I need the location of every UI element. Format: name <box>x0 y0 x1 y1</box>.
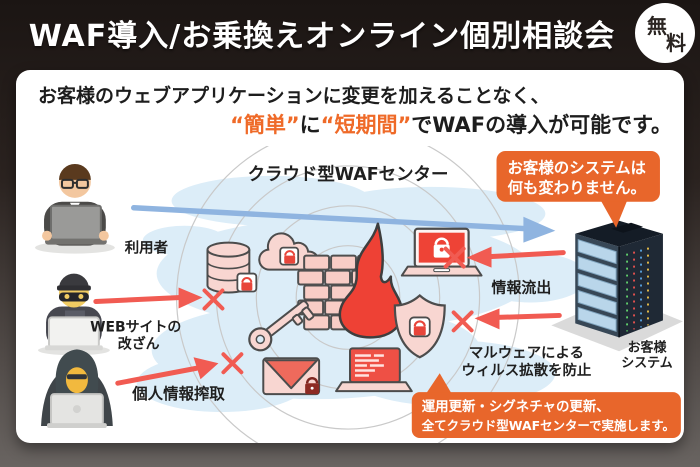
attack-arrow-malware <box>474 308 562 330</box>
free-badge-char1: 無 <box>647 14 667 38</box>
headline-line1: お客様のウェブアプリケーションに変更を加えることなく、 <box>38 85 550 107</box>
free-badge: 無 料 <box>635 3 695 63</box>
user-avatar <box>35 163 115 254</box>
system-speech-bubble: お客様のシステムは 何も変わりません。 <box>496 150 660 228</box>
attack-arrow-web-tamper <box>93 287 203 309</box>
mail-lock-icon <box>262 357 321 396</box>
web-tamper-label-line1: WEBサイトの <box>90 319 181 335</box>
server-label-line1: お客様 <box>628 339 668 355</box>
shield-lock-icon <box>393 294 446 359</box>
update-banner: 運用更新・シグネチャの更新、 全てクラウド型WAFセンターで実施します。 <box>411 373 681 439</box>
update-banner-line2: 全てクラウド型WAFセンターで実施します。 <box>421 418 675 433</box>
waf-diagram: クラウド型WAFセンター <box>35 146 683 443</box>
waf-center-title: クラウド型WAFセンター <box>248 164 449 185</box>
free-badge-char2: 料 <box>666 31 686 55</box>
laptop-code-icon <box>335 347 413 393</box>
key-icon <box>248 300 315 352</box>
info-leak-label: 情報流出 <box>492 279 552 297</box>
database-lock-icon <box>206 241 258 294</box>
hooded-hacker-icon <box>41 349 113 429</box>
system-bubble-line1: お客様のシステムは <box>507 158 646 177</box>
laptop-lock-icon <box>400 227 483 277</box>
headline-emphasis2: “短期間” <box>320 113 412 137</box>
headline-rest: でWAFの導入が可能です。 <box>411 113 672 137</box>
headline-emphasis1: “簡単” <box>230 113 300 137</box>
malware-label-line1: マルウェアによる <box>469 344 584 361</box>
attack-arrow-personal-info <box>115 357 219 386</box>
firewall-flame-icon <box>297 222 404 339</box>
user-label: 利用者 <box>125 239 168 257</box>
system-bubble-line2: 何も変わりません。 <box>507 178 645 197</box>
content-card: お客様のウェブアプリケーションに変更を加えることなく、 “簡単”に“短期間”でW… <box>16 70 684 443</box>
page-header: WAF導入/お乗換えオンライン個別相談会 <box>0 0 700 66</box>
attack-arrow-info-leak <box>466 246 566 268</box>
headline-connector: に <box>299 113 321 137</box>
malware-label-line2: ウィルス拡散を防止 <box>461 361 591 379</box>
headline-line2: “簡単”に“短期間”でWAFの導入が可能です。 <box>16 109 684 139</box>
block-x-icons <box>202 246 474 375</box>
update-banner-line1: 運用更新・シグネチャの更新、 <box>422 398 610 415</box>
headline: お客様のウェブアプリケーションに変更を加えることなく、 “簡単”に“短期間”でW… <box>16 70 684 139</box>
flow-arrow-blue-icon <box>130 205 556 243</box>
burglar-icon <box>38 273 110 356</box>
server-label-line2: システム <box>621 356 672 371</box>
personal-info-label: 個人情報搾取 <box>131 384 225 403</box>
web-tamper-label-line2: 改ざん <box>118 335 160 352</box>
server-rack-icon <box>551 220 683 352</box>
page-title: WAF導入/お乗換えオンライン個別相談会 <box>28 19 616 54</box>
